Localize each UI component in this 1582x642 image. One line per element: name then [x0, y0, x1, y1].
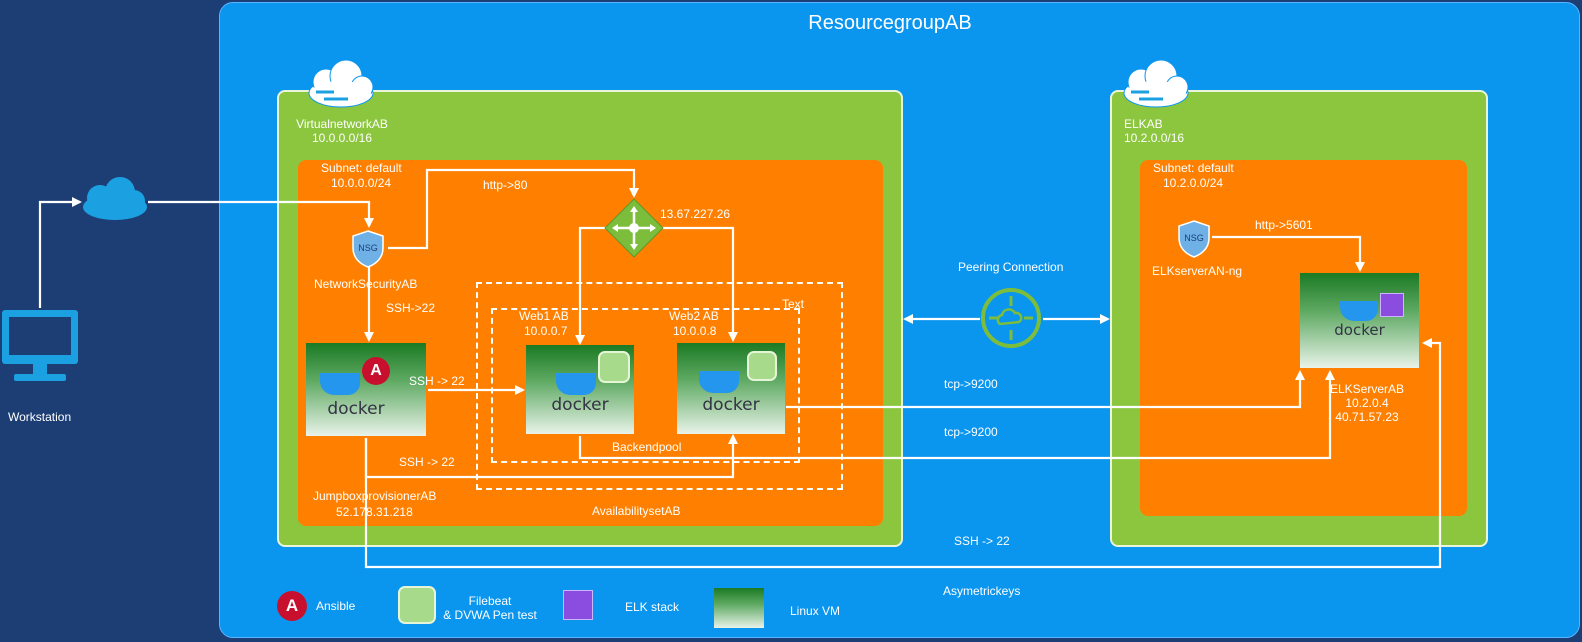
- nsg-right-icon-text: NSG: [1184, 233, 1204, 243]
- docker-whale-icon: [699, 371, 739, 393]
- subnet-right-cidr: 10.2.0.0/24: [1163, 176, 1224, 190]
- nsg-right-rule: http->5601: [1255, 218, 1313, 232]
- legend-filebeat-label-1: Filebeat: [468, 594, 512, 608]
- legend-linux-vm-swatch: [714, 588, 764, 628]
- vnet-left-name: VirtualnetworkAB: [296, 117, 388, 131]
- asymmetric-keys-label: Asymetrickeys: [943, 584, 1021, 598]
- ansible-icon: A: [362, 357, 390, 385]
- availability-set-text: Text: [782, 297, 805, 311]
- resource-group-title: ResourcegroupAB: [808, 12, 972, 34]
- internet-cloud-icon: [83, 177, 147, 220]
- web2-name: Web2 AB: [669, 309, 719, 323]
- backend-pool-label: Backendpool: [612, 440, 682, 454]
- docker-logo-text: docker: [702, 395, 760, 415]
- line-nsg-lb: [388, 168, 639, 250]
- line-lb-web2: [662, 226, 738, 342]
- legend-ansible-icon: A: [277, 591, 307, 621]
- vnet-right-cidr: 10.2.0.0/16: [1124, 131, 1185, 145]
- nsg-right-shield-icon: NSG: [1177, 220, 1211, 258]
- filebeat-icon: [598, 351, 630, 383]
- tcp-flow-1-label: tcp->9200: [944, 377, 998, 391]
- elk-name: ELKServerAB: [1329, 382, 1405, 396]
- legend-elk-icon: [563, 590, 593, 620]
- web1-name: Web1 AB: [519, 309, 569, 323]
- legend-elk-label: ELK stack: [625, 600, 680, 614]
- web1-vm[interactable]: docker: [526, 345, 634, 434]
- docker-whale-icon: [556, 373, 596, 395]
- web1-ip: 10.0.0.7: [524, 324, 568, 338]
- line-workstation-internet: [38, 197, 82, 308]
- nsg-left-icon-text: NSG: [358, 243, 378, 253]
- availability-set-label: AvailabilitysetAB: [592, 504, 681, 518]
- vnet-left-cloud-icon: [308, 59, 374, 108]
- availability-set-box: [476, 282, 843, 490]
- subnet-left-name: Subnet: default: [321, 161, 402, 175]
- vnet-left-cidr: 10.0.0.0/16: [311, 131, 373, 145]
- elk-stack-icon: [1380, 293, 1404, 317]
- legend-linux-vm-label: Linux VM: [790, 604, 841, 618]
- web2-ip: 10.0.0.8: [673, 324, 717, 338]
- jumpbox-ssh-in-label: SSH->22: [386, 301, 436, 315]
- docker-logo-text: docker: [1334, 321, 1385, 339]
- nsg-left-label: NetworkSecurityAB: [314, 277, 418, 291]
- web2-vm[interactable]: docker: [677, 343, 785, 434]
- line-web1-elk: [578, 370, 1335, 460]
- line-jumpbox-elk: [364, 338, 1442, 569]
- tcp-flow-2-label: tcp->9200: [944, 425, 998, 439]
- load-balancer-icon: [604, 198, 664, 258]
- jumpbox-vm[interactable]: docker A: [306, 343, 426, 436]
- legend-ansible-label: Ansible: [316, 599, 356, 613]
- filebeat-icon: [747, 351, 777, 381]
- peering-icon: [981, 288, 1041, 348]
- jumpbox-ssh-web1-label: SSH -> 22: [409, 374, 465, 388]
- lb-ip: 13.67.227.26: [660, 207, 731, 221]
- vnet-right-cloud-icon: [1123, 59, 1189, 108]
- monitor-icon: [2, 310, 78, 381]
- jumpbox-ssh-web2-label: SSH -> 22: [399, 455, 455, 469]
- workstation-label: Workstation: [8, 410, 72, 424]
- nsg-left-shield-icon: NSG: [351, 230, 385, 268]
- subnet-left-cidr: 10.0.0.0/24: [331, 176, 392, 190]
- line-web2-elk: [786, 370, 1305, 409]
- line-lb-web1: [575, 226, 606, 345]
- line-internet-nsg: [148, 200, 374, 228]
- lb-rule: http->80: [483, 178, 528, 192]
- docker-whale-icon: [1340, 301, 1378, 321]
- vnet-right-name: ELKAB: [1124, 117, 1163, 131]
- line-nsgr-elk: [1212, 235, 1365, 272]
- jumpbox-name: JumpboxprovisionerAB: [313, 489, 437, 503]
- subnet-right-name: Subnet: default: [1153, 161, 1234, 175]
- ssh-elk-label: SSH -> 22: [954, 534, 1010, 548]
- elk-ip2: 40.71.57.23: [1335, 410, 1399, 424]
- docker-logo-text: docker: [327, 399, 385, 419]
- docker-whale-icon: [320, 373, 360, 395]
- legend-filebeat-icon: [398, 586, 436, 624]
- elk-ip1: 10.2.0.4: [1345, 396, 1389, 410]
- peering-label: Peering Connection: [958, 260, 1064, 274]
- backend-pool-box: [491, 308, 800, 463]
- elk-vm[interactable]: docker: [1300, 273, 1419, 368]
- jumpbox-ip: 52.178.31.218: [336, 505, 413, 519]
- legend-filebeat-label-2: & DVWA Pen test: [443, 608, 537, 622]
- nsg-right-label: ELKserverAN-ng: [1152, 264, 1243, 278]
- docker-logo-text: docker: [551, 395, 609, 415]
